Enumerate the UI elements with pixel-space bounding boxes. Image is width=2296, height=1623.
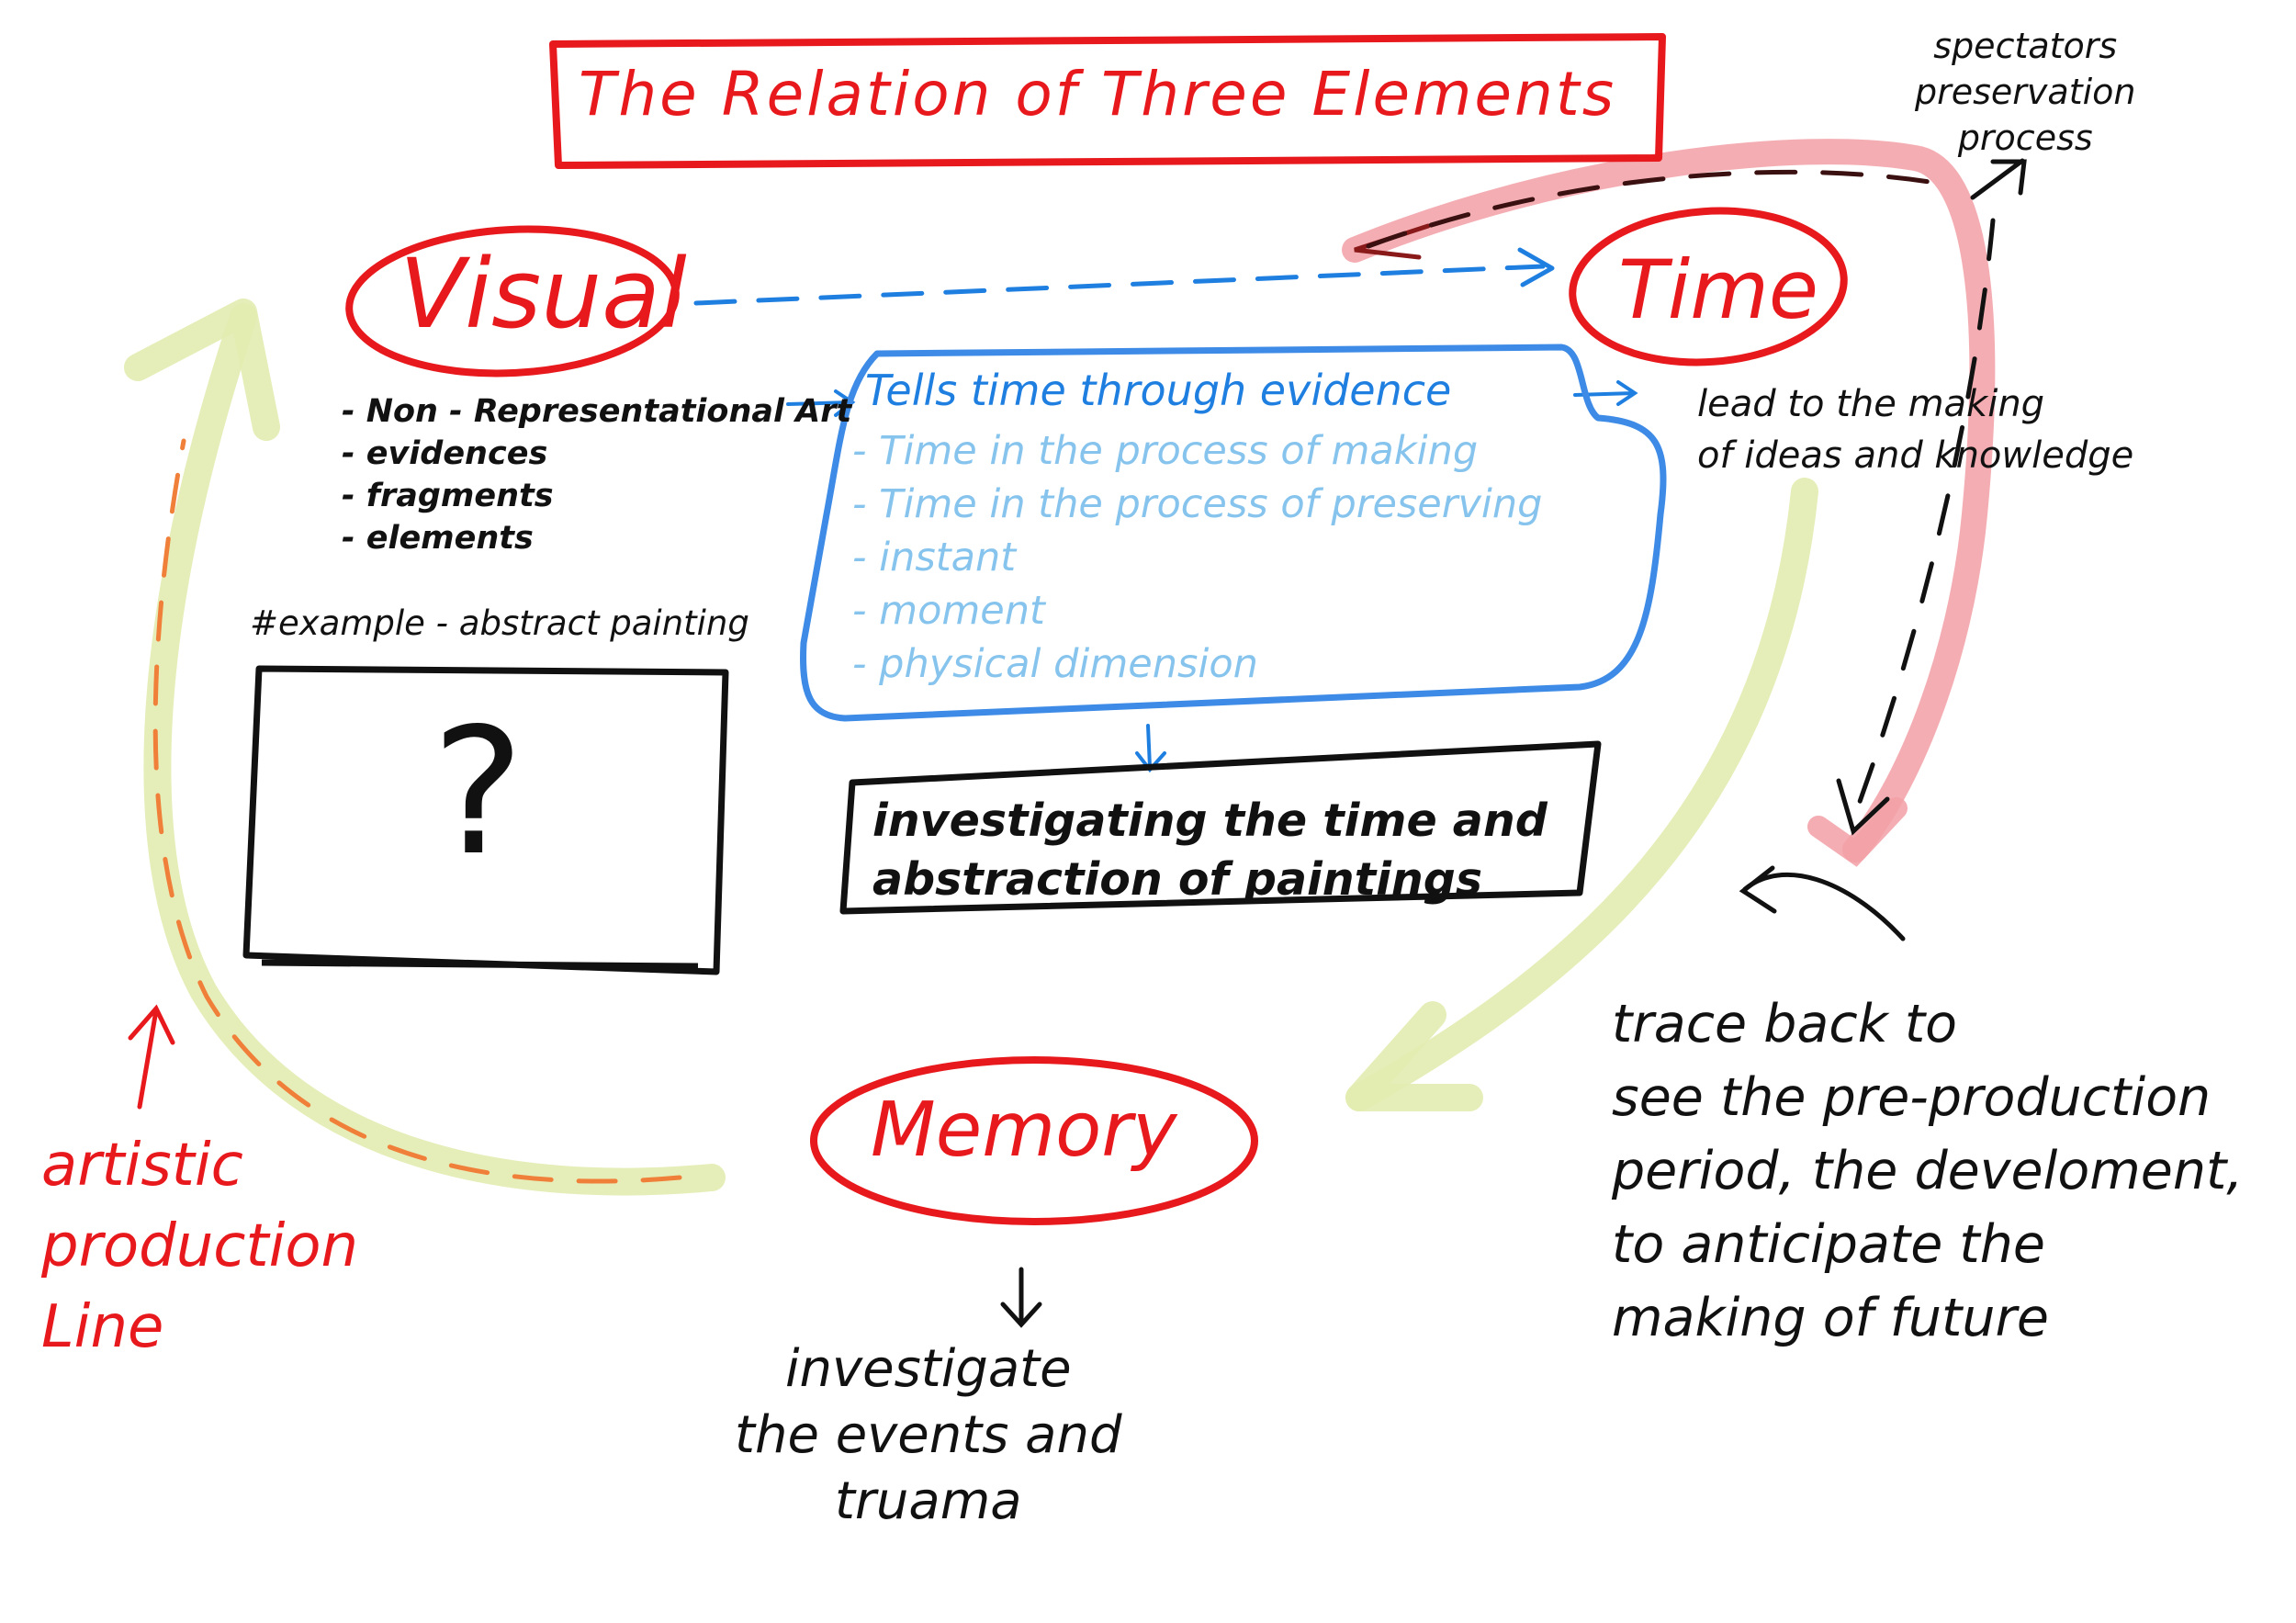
investigating-line: investigating the time and — [872, 795, 1548, 847]
lead-note: lead to the making of ideas and knowledg… — [1697, 378, 2133, 481]
evidence-list-item: - physical dimension — [852, 641, 1258, 687]
artistic-up-arrow — [128, 1004, 175, 1110]
investigating-line: abstraction of paintings — [872, 853, 1483, 906]
spectators-line: preservation — [1915, 72, 2136, 112]
visual-list-item: - Non - Representational Art — [342, 393, 852, 430]
visual-list-item: - evidences — [342, 435, 548, 472]
evidence-list: - Time in the process of making - Time i… — [852, 424, 1542, 691]
title-box — [549, 33, 1666, 169]
evidence-list-item: - instant — [852, 535, 1017, 580]
investigating-note: investigating the time and abstraction o… — [872, 792, 1548, 909]
time-node-label: Time — [1618, 242, 1819, 337]
spectators-note: spectators preservation process — [1915, 23, 2136, 161]
evidence-list-item: - moment — [852, 588, 1045, 634]
memory-node-label: Memory — [871, 1087, 1177, 1174]
visual-list-item: - fragments — [342, 478, 554, 514]
artistic-line: production — [41, 1212, 359, 1280]
preservation-process-arrow — [1342, 139, 2027, 867]
memory-note: investigate the events and truama — [735, 1336, 1122, 1535]
artistic-note: artistic production Line — [41, 1125, 358, 1368]
spectators-line: process — [1957, 118, 2093, 158]
visual-to-time-arrow — [693, 247, 1555, 306]
trace-line: period, the develoment, — [1612, 1141, 2244, 1201]
artistic-line: Line — [41, 1293, 164, 1361]
question-mark: ? — [432, 691, 524, 894]
trace-line: to anticipate the — [1612, 1214, 2045, 1275]
time-to-memory-arrow — [1345, 478, 1818, 1111]
time-ellipse — [1569, 207, 1848, 366]
evidence-list-item: - Time in the process of preserving — [852, 481, 1543, 527]
example-caption: #example - abstract painting — [250, 603, 749, 643]
memory-down-arrow — [1000, 1267, 1042, 1328]
memory-line: investigate — [784, 1339, 1072, 1399]
evidence-heading: Tells time through evidence — [865, 366, 1452, 415]
investigating-box — [839, 740, 1602, 915]
visual-node-label: Visual — [400, 238, 687, 350]
lead-line: of ideas and knowledge — [1697, 434, 2134, 477]
memory-line: truama — [834, 1471, 1022, 1531]
memory-line: the events and — [735, 1405, 1122, 1465]
artistic-production-line-arrow — [124, 299, 726, 1196]
trace-back-arrow — [1739, 865, 1906, 941]
trace-line: trace back to — [1612, 994, 1958, 1054]
trace-line: making of future — [1612, 1288, 2049, 1348]
visual-list: - Non - Representational Art - evidences… — [342, 390, 851, 559]
trace-note: trace back to see the pre-production per… — [1612, 987, 2243, 1355]
example-box — [242, 665, 729, 975]
trace-line: see the pre-production — [1612, 1067, 2212, 1128]
evidence-list-item: - Time in the process of making — [852, 428, 1479, 474]
visual-list-item: - elements — [342, 520, 534, 557]
spectators-line: spectators — [1933, 26, 2118, 66]
lead-line: lead to the making — [1697, 383, 2045, 425]
evidence-box — [800, 344, 1667, 722]
diagram-title: The Relation of Three Elements — [579, 59, 1617, 130]
artistic-line: artistic — [41, 1132, 243, 1200]
visual-ellipse — [345, 225, 680, 378]
evidence-to-investigating-arrow — [1135, 724, 1166, 773]
memory-ellipse — [810, 1056, 1258, 1225]
